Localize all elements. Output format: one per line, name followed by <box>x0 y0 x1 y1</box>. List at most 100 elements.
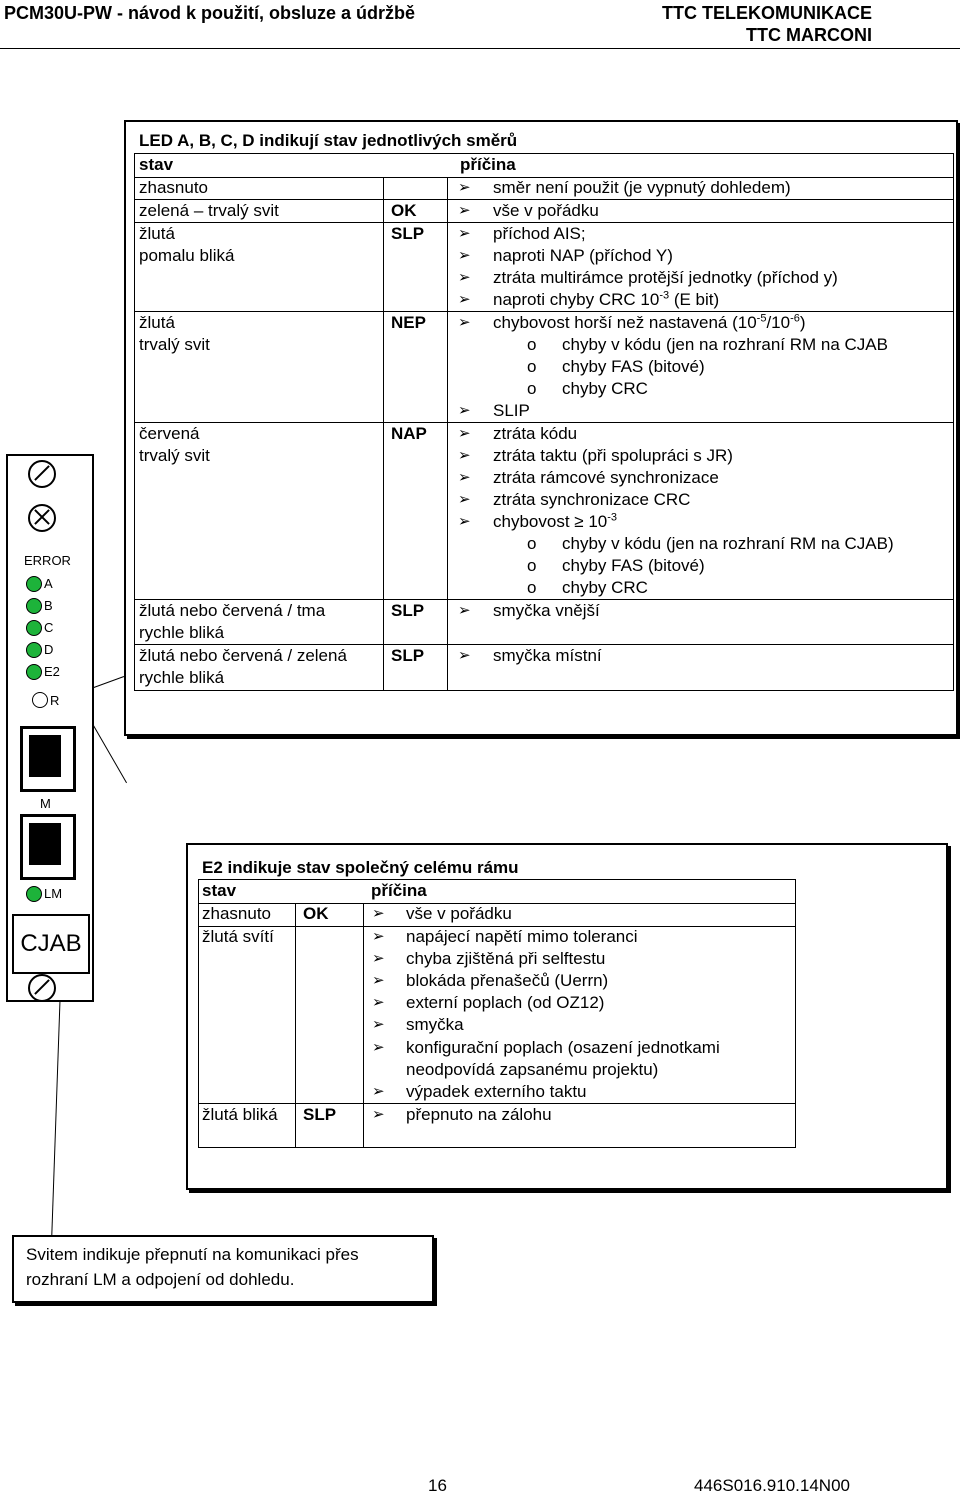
e2-row-yellow-stav: žlutá svítí <box>202 927 274 946</box>
led-a <box>26 576 42 592</box>
row-blink-dark-code: SLP <box>391 601 425 620</box>
arrow-bullet-icon: ➢ <box>458 269 471 286</box>
document-title: PCM30U-PW - návod k použití, obsluze a ú… <box>4 3 416 23</box>
lm-note-box: Svitem indikuje přepnutí na komunikaci p… <box>12 1235 434 1303</box>
arrow-bullet-icon: ➢ <box>372 1016 385 1033</box>
cause-multiframe: ztráta multirámce protější jednotky (pří… <box>493 268 838 287</box>
led-e2 <box>26 664 42 680</box>
sub-bullet: o <box>527 534 537 553</box>
led-r <box>32 692 48 708</box>
e2-row-off-code: OK <box>303 904 329 923</box>
document-number: 446S016.910.14N00 <box>694 1476 850 1495</box>
led-b <box>26 598 42 614</box>
box2-title: E2 indikuje stav společný celému rámu <box>202 858 519 877</box>
cause-error-rate: chybovost horší než nastavená (10-5/10-6… <box>493 312 806 332</box>
e2-box: E2 indikuje stav společný celému rámu <box>186 843 948 1190</box>
cause-error-rate-high: chybovost ≥ 10-3 <box>493 511 618 531</box>
label-e2: E2 <box>44 664 60 679</box>
row-red-stav2: trvalý svit <box>139 446 210 465</box>
box2-col-stav: stav <box>202 881 237 900</box>
led-d <box>26 642 42 658</box>
sub-bullet: o <box>527 335 537 354</box>
row-yellow-slow-code: SLP <box>391 224 425 243</box>
row-blink-green-stav2: rychle bliká <box>139 668 225 687</box>
sub-bullet: o <box>527 357 537 376</box>
row-zhasnuto-stav: zhasnuto <box>139 178 208 197</box>
sub-bullet: o <box>527 556 537 575</box>
arrow-bullet-icon: ➢ <box>458 247 471 264</box>
cause-nap: naproti NAP (příchod Y) <box>493 246 673 265</box>
cause-code-loss: ztráta kódu <box>493 424 578 443</box>
arrow-bullet-icon: ➢ <box>372 1039 385 1056</box>
e2-row-blink-stav: žlutá bliká <box>202 1105 278 1124</box>
arrow-bullet-icon: ➢ <box>458 469 471 486</box>
arrow-bullet-icon: ➢ <box>458 314 471 331</box>
arrow-bullet-icon: ➢ <box>458 447 471 464</box>
led-lm <box>26 886 42 902</box>
col-header-pricina: příčina <box>460 155 516 174</box>
cause-crc-sync-loss: ztráta synchronizace CRC <box>493 490 691 509</box>
sub-crc-errors-2: chyby CRC <box>562 578 648 597</box>
row-yellow-steady-stav2: trvalý svit <box>139 335 210 354</box>
row-yellow-slow-stav2: pomalu bliká <box>139 246 235 265</box>
arrow-bullet-icon: ➢ <box>458 225 471 242</box>
arrow-bullet-icon: ➢ <box>372 972 385 989</box>
box1-title: LED A, B, C, D indikují stav jednotlivýc… <box>139 131 518 150</box>
company-line-2: TTC MARCONI <box>746 25 872 45</box>
e2-cause-selftest: chyba zjištěná při selftestu <box>406 949 606 968</box>
cause-crc-ebit: naproti chyby CRC 10-3 (E bit) <box>493 289 720 309</box>
row-red-code: NAP <box>391 424 427 443</box>
sub-bullet: o <box>527 578 537 597</box>
row-blink-green-stav: žlutá nebo červená / zelená <box>139 646 347 665</box>
e2-row-off-stav: zhasnuto <box>202 904 271 923</box>
cause-local-loop: smyčka místní <box>493 646 602 665</box>
label-error: ERROR <box>24 553 71 568</box>
arrow-bullet-icon: ➢ <box>372 950 385 967</box>
arrow-bullet-icon: ➢ <box>372 905 385 922</box>
label-lm: LM <box>44 886 63 901</box>
e2-cause-config-2: neodpovídá zapsanému projektu) <box>406 1060 659 1079</box>
row-zhasnuto-cause: směr není použit (je vypnutý dohledem) <box>493 178 791 197</box>
arrow-bullet-icon: ➢ <box>458 647 471 664</box>
company-line-1: TTC TELEKOMUNIKACE <box>662 3 872 23</box>
label-d: D <box>44 642 54 657</box>
arrow-bullet-icon: ➢ <box>372 1106 385 1123</box>
screw-icon <box>28 460 56 488</box>
arrow-bullet-icon: ➢ <box>458 425 471 442</box>
arrow-bullet-icon: ➢ <box>458 491 471 508</box>
sub-fas-errors: chyby FAS (bitové) <box>562 357 705 376</box>
row-yellow-steady-code: NEP <box>391 313 426 332</box>
e2-cause-clock: výpadek externího taktu <box>406 1082 587 1101</box>
e2-cause-uerrn: blokáda přenašečů (Uerrn) <box>406 971 609 990</box>
label-c: C <box>44 620 54 635</box>
screw-icon <box>28 504 56 532</box>
rj45-port-icon <box>20 726 76 792</box>
box2-col-pricina: příčina <box>371 881 427 900</box>
unit-name: CJAB <box>12 914 90 974</box>
cause-clock-loss: ztráta taktu (při spolupráci s JR) <box>493 446 733 465</box>
arrow-bullet-icon: ➢ <box>458 202 471 219</box>
arrow-bullet-icon: ➢ <box>372 994 385 1011</box>
e2-cause-config: konfigurační poplach (osazení jednotkami <box>406 1038 720 1057</box>
arrow-bullet-icon: ➢ <box>458 179 471 196</box>
led-c <box>26 620 42 636</box>
label-r: R <box>50 693 60 708</box>
sub-code-errors: chyby v kódu (jen na rozhraní RM na CJAB <box>562 335 888 354</box>
device-panel: ERROR A B C D E2 R M LM CJAB <box>6 454 94 1002</box>
arrow-bullet-icon: ➢ <box>458 402 471 419</box>
row-blink-dark-stav2: rychle bliká <box>139 623 225 642</box>
row-blink-green-code: SLP <box>391 646 425 665</box>
cause-external-loop: smyčka vnější <box>493 601 600 620</box>
cause-slip: SLIP <box>493 401 530 420</box>
lm-note-line-1: Svitem indikuje přepnutí na komunikaci p… <box>26 1245 359 1264</box>
e2-cause-external-alarm: externí poplach (od OZ12) <box>406 993 605 1012</box>
arrow-bullet-icon: ➢ <box>372 928 385 945</box>
label-m: M <box>40 796 51 811</box>
header-divider <box>0 48 960 49</box>
e2-cause-ok: vše v pořádku <box>406 904 512 923</box>
e2-cause-loop: smyčka <box>406 1015 464 1034</box>
e2-cause-backup: přepnuto na zálohu <box>406 1105 552 1124</box>
sub-code-errors-2: chyby v kódu (jen na rozhraní RM na CJAB… <box>562 534 894 553</box>
row-green-stav: zelená – trvalý svit <box>139 201 279 220</box>
e2-cause-power: napájecí napětí mimo toleranci <box>406 927 638 946</box>
